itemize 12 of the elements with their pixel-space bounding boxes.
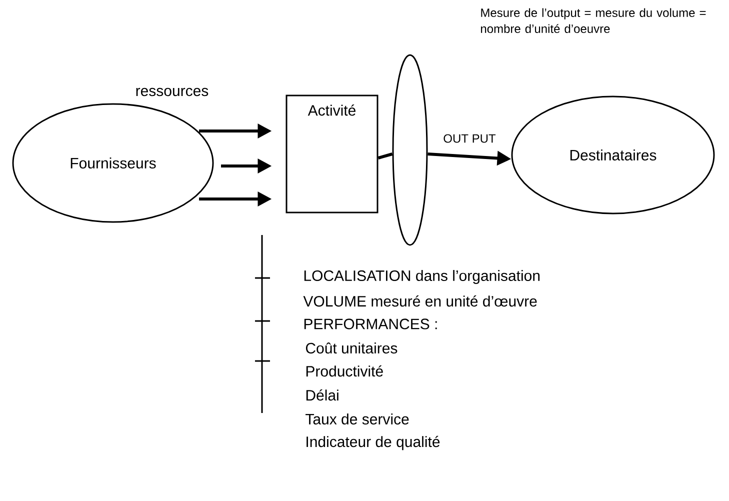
list-item: VOLUME mesuré en unité d’œuvre bbox=[303, 295, 537, 307]
list-item: Coût unitaires bbox=[306, 342, 398, 354]
list-item: LOCALISATION dans l’organisation bbox=[304, 270, 540, 284]
list-item: Productivité bbox=[306, 365, 383, 377]
list-item: Indicateur de qualité bbox=[306, 436, 440, 450]
process-box: Activité bbox=[286, 94, 378, 214]
list-item: Délai bbox=[306, 389, 338, 401]
list-item: Taux de service bbox=[306, 413, 409, 424]
ellipse bbox=[392, 54, 428, 246]
edge-label: OUT PUT bbox=[442, 133, 497, 144]
list-item: PERFORMANCES : bbox=[304, 318, 437, 330]
note-text: Mesure de l’output = mesure du volume = nombre d’unité d’oeuvre bbox=[481, 8, 706, 33]
